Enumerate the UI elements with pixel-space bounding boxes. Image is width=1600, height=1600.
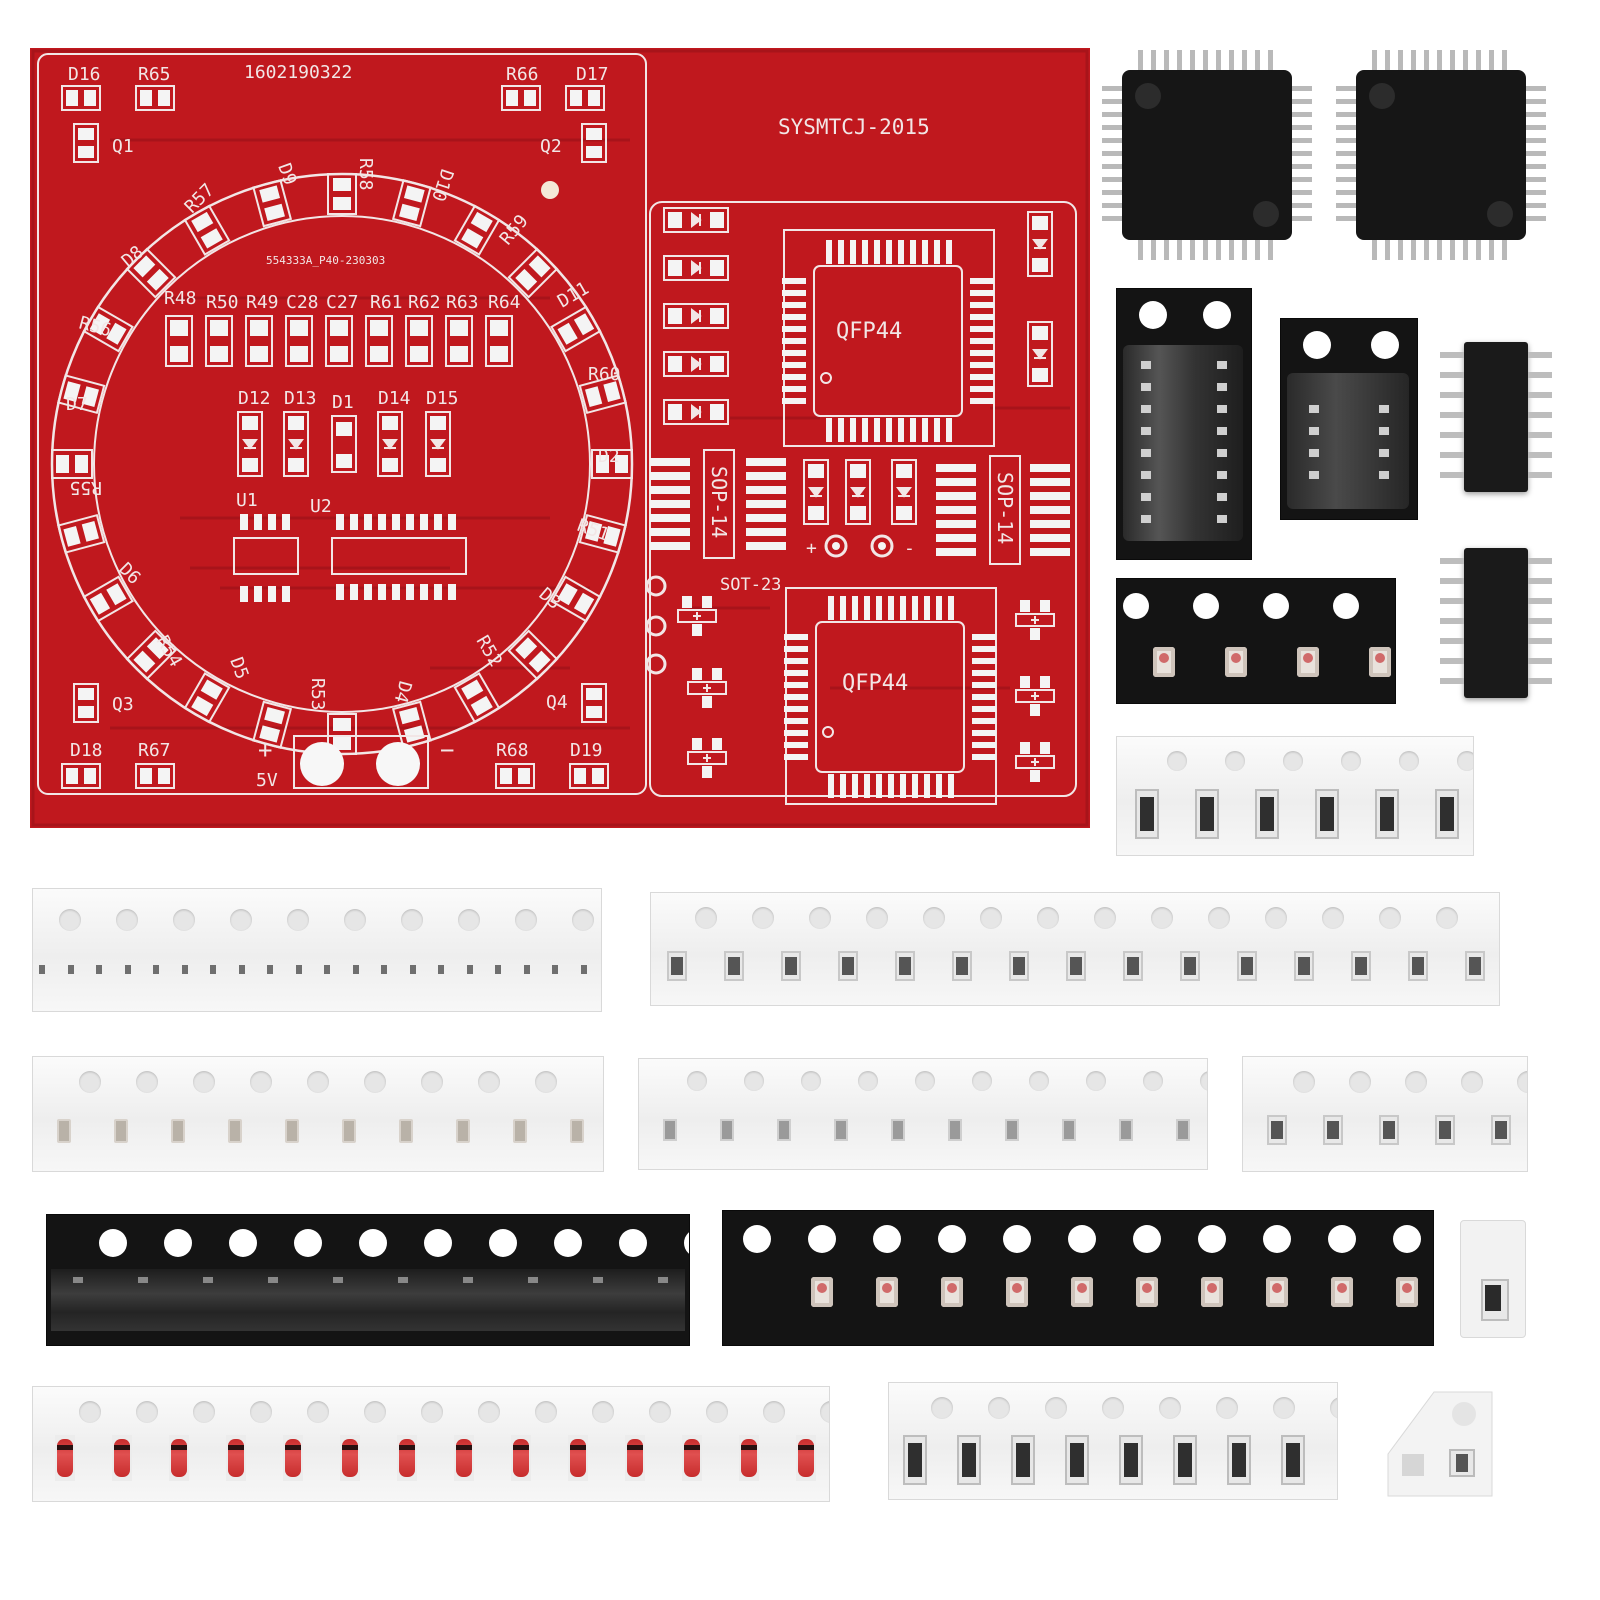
label-u1: U1 (236, 490, 258, 511)
resistor-tape-mid (1242, 1056, 1528, 1172)
resistor-tape-long (650, 892, 1500, 1006)
qfp44-chip-2 (1334, 48, 1548, 262)
diode-tape (32, 1386, 830, 1502)
label-d17: D17 (576, 64, 609, 85)
sot23-tape (46, 1214, 690, 1346)
ring-label-d2: D2 (598, 446, 620, 467)
row-label-r61: R61 (370, 292, 403, 313)
sot-label: SOT-23 (720, 575, 781, 595)
row-label-c27: C27 (326, 292, 359, 313)
label-q4: Q4 (546, 692, 568, 713)
cap-minus-label: - (904, 538, 915, 559)
pcb-model-label: SYSMTCJ-2015 (778, 115, 930, 139)
ring-label-r60: R60 (588, 364, 621, 385)
row-label-r64: R64 (488, 292, 521, 313)
qfp44-chip-1 (1100, 48, 1314, 262)
power-plus-label: + (258, 736, 272, 764)
resistor-tape-short (1116, 736, 1474, 856)
row-label-r62: R62 (408, 292, 441, 313)
label-q2: Q2 (540, 136, 562, 157)
row-label-d13: D13 (284, 388, 317, 409)
label-d16: D16 (68, 64, 101, 85)
pcb-board: 1602190322 SYSMTCJ-2015 554333A_P40-2303… (30, 48, 1090, 828)
sop8-tape (1280, 318, 1418, 520)
label-r66: R66 (506, 64, 539, 85)
power-voltage-label: 5V (256, 770, 278, 791)
label-d19: D19 (570, 740, 603, 761)
label-r65: R65 (138, 64, 171, 85)
resistor-tape-bottom (888, 1382, 1338, 1500)
sop-right-label: SOP-14 (993, 472, 1017, 544)
sop16-tape (1116, 288, 1252, 560)
pcb-ring-label: 554333A_P40-230303 (266, 254, 385, 267)
led-tape-long (722, 1210, 1434, 1346)
label-d18: D18 (70, 740, 103, 761)
row-label-d14: D14 (378, 388, 411, 409)
sop14-chip-1 (1440, 342, 1552, 492)
row-label-d1: D1 (332, 392, 354, 413)
ring-label-r55: R55 (69, 477, 102, 498)
row-label-r50: R50 (206, 292, 239, 313)
cap-plus-label: + (806, 538, 817, 559)
ring-label-r58: R58 (355, 158, 376, 191)
label-q3: Q3 (112, 694, 134, 715)
row-label-d12: D12 (238, 388, 271, 409)
small-resistor-tape (638, 1058, 1208, 1170)
tape-cutout (1384, 1388, 1496, 1500)
sop-left-label: SOP-14 (707, 466, 731, 538)
qfp-top-label: QFP44 (836, 319, 902, 344)
ring-label-r53: R53 (307, 678, 328, 711)
label-u2: U2 (310, 496, 332, 517)
micro-cap-tape (32, 888, 602, 1012)
ring-label-d7: D7 (66, 394, 88, 415)
row-label-c28: C28 (286, 292, 319, 313)
label-r68: R68 (496, 740, 529, 761)
label-q1: Q1 (112, 136, 134, 157)
qfp-bottom-label: QFP44 (842, 671, 908, 696)
sop14-chip-2 (1440, 548, 1552, 698)
led-tape-short (1116, 578, 1396, 704)
pcb-board-id: 1602190322 (244, 62, 352, 83)
label-r67: R67 (138, 740, 171, 761)
row-label-r48: R48 (164, 288, 197, 309)
row-label-r63: R63 (446, 292, 479, 313)
single-resistor (1460, 1220, 1526, 1338)
row-label-d15: D15 (426, 388, 459, 409)
power-minus-label: − (440, 736, 454, 764)
row-label-r49: R49 (246, 292, 279, 313)
cap-tape (32, 1056, 604, 1172)
